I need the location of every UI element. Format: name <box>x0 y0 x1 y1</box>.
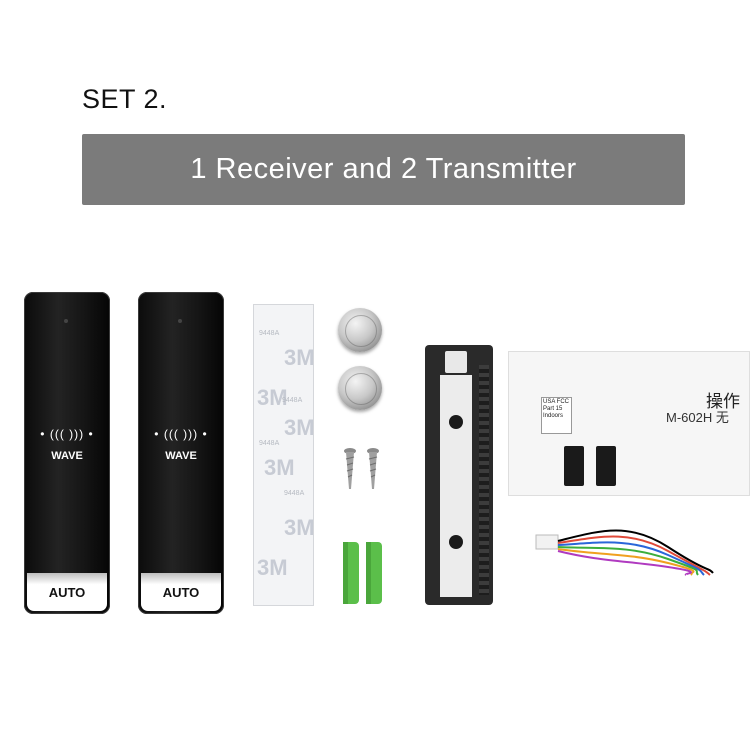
wall-plugs <box>343 542 382 604</box>
fcc-line: Indoors <box>543 413 564 419</box>
adhesive-tape: 3M 3M 3M 3M 3M 3M 9448A 9448A 9448A 9448… <box>253 304 315 606</box>
auto-button: AUTO <box>141 573 221 611</box>
screws <box>344 448 379 489</box>
tape-code: 9448A <box>259 440 280 447</box>
title-banner: 1 Receiver and 2 Transmitter <box>82 134 685 205</box>
transmitter-1: • ((( ))) • WAVE AUTO <box>24 292 110 614</box>
box-model: M-602H 无 <box>666 410 729 425</box>
tape-mark: 3M <box>284 345 315 370</box>
transmitter-label: WAVE <box>51 450 83 462</box>
coin-battery <box>338 366 382 410</box>
wire-harness <box>535 529 714 576</box>
fcc-line: Part 15 <box>543 406 563 412</box>
tape-code: 9448A <box>282 397 303 404</box>
product-box: 操作 M-602H 无 USA FCC Part 15 Indoors <box>508 351 750 496</box>
receiver-face <box>440 375 472 597</box>
coin-battery <box>338 308 382 352</box>
receiver-ridge <box>479 365 489 595</box>
tape-mark: 3M <box>264 455 295 480</box>
auto-button: AUTO <box>27 573 107 611</box>
tape-code: 9448A <box>284 490 305 497</box>
wave-icon: • ((( ))) • <box>40 427 94 441</box>
transmitter-label: WAVE <box>165 450 197 462</box>
receiver-unit <box>425 345 493 605</box>
transmitter-2: • ((( ))) • WAVE AUTO <box>138 292 224 614</box>
tape-mark: 3M <box>284 415 315 440</box>
box-title: 操作 <box>706 392 740 411</box>
mount-hole <box>449 535 463 549</box>
auto-label: AUTO <box>162 584 200 600</box>
tape-mark: 3M <box>284 515 315 540</box>
tape-mark: 3M <box>257 385 288 410</box>
wave-icon: • ((( ))) • <box>154 427 208 441</box>
dip-switch <box>564 446 584 486</box>
banner-text: 1 Receiver and 2 Transmitter <box>190 153 577 185</box>
tape-mark: 3M <box>257 555 288 580</box>
set-label: SET 2. <box>82 84 168 114</box>
auto-label: AUTO <box>48 584 86 600</box>
fcc-label: USA FCC Part 15 Indoors <box>541 397 572 434</box>
sensor-dot <box>178 319 182 323</box>
fcc-line: USA FCC <box>543 399 570 405</box>
receiver-connector <box>445 351 467 373</box>
tape-code: 9448A <box>259 330 280 337</box>
sensor-dot <box>64 319 68 323</box>
mount-hole <box>449 415 463 429</box>
dip-switch <box>596 446 616 486</box>
